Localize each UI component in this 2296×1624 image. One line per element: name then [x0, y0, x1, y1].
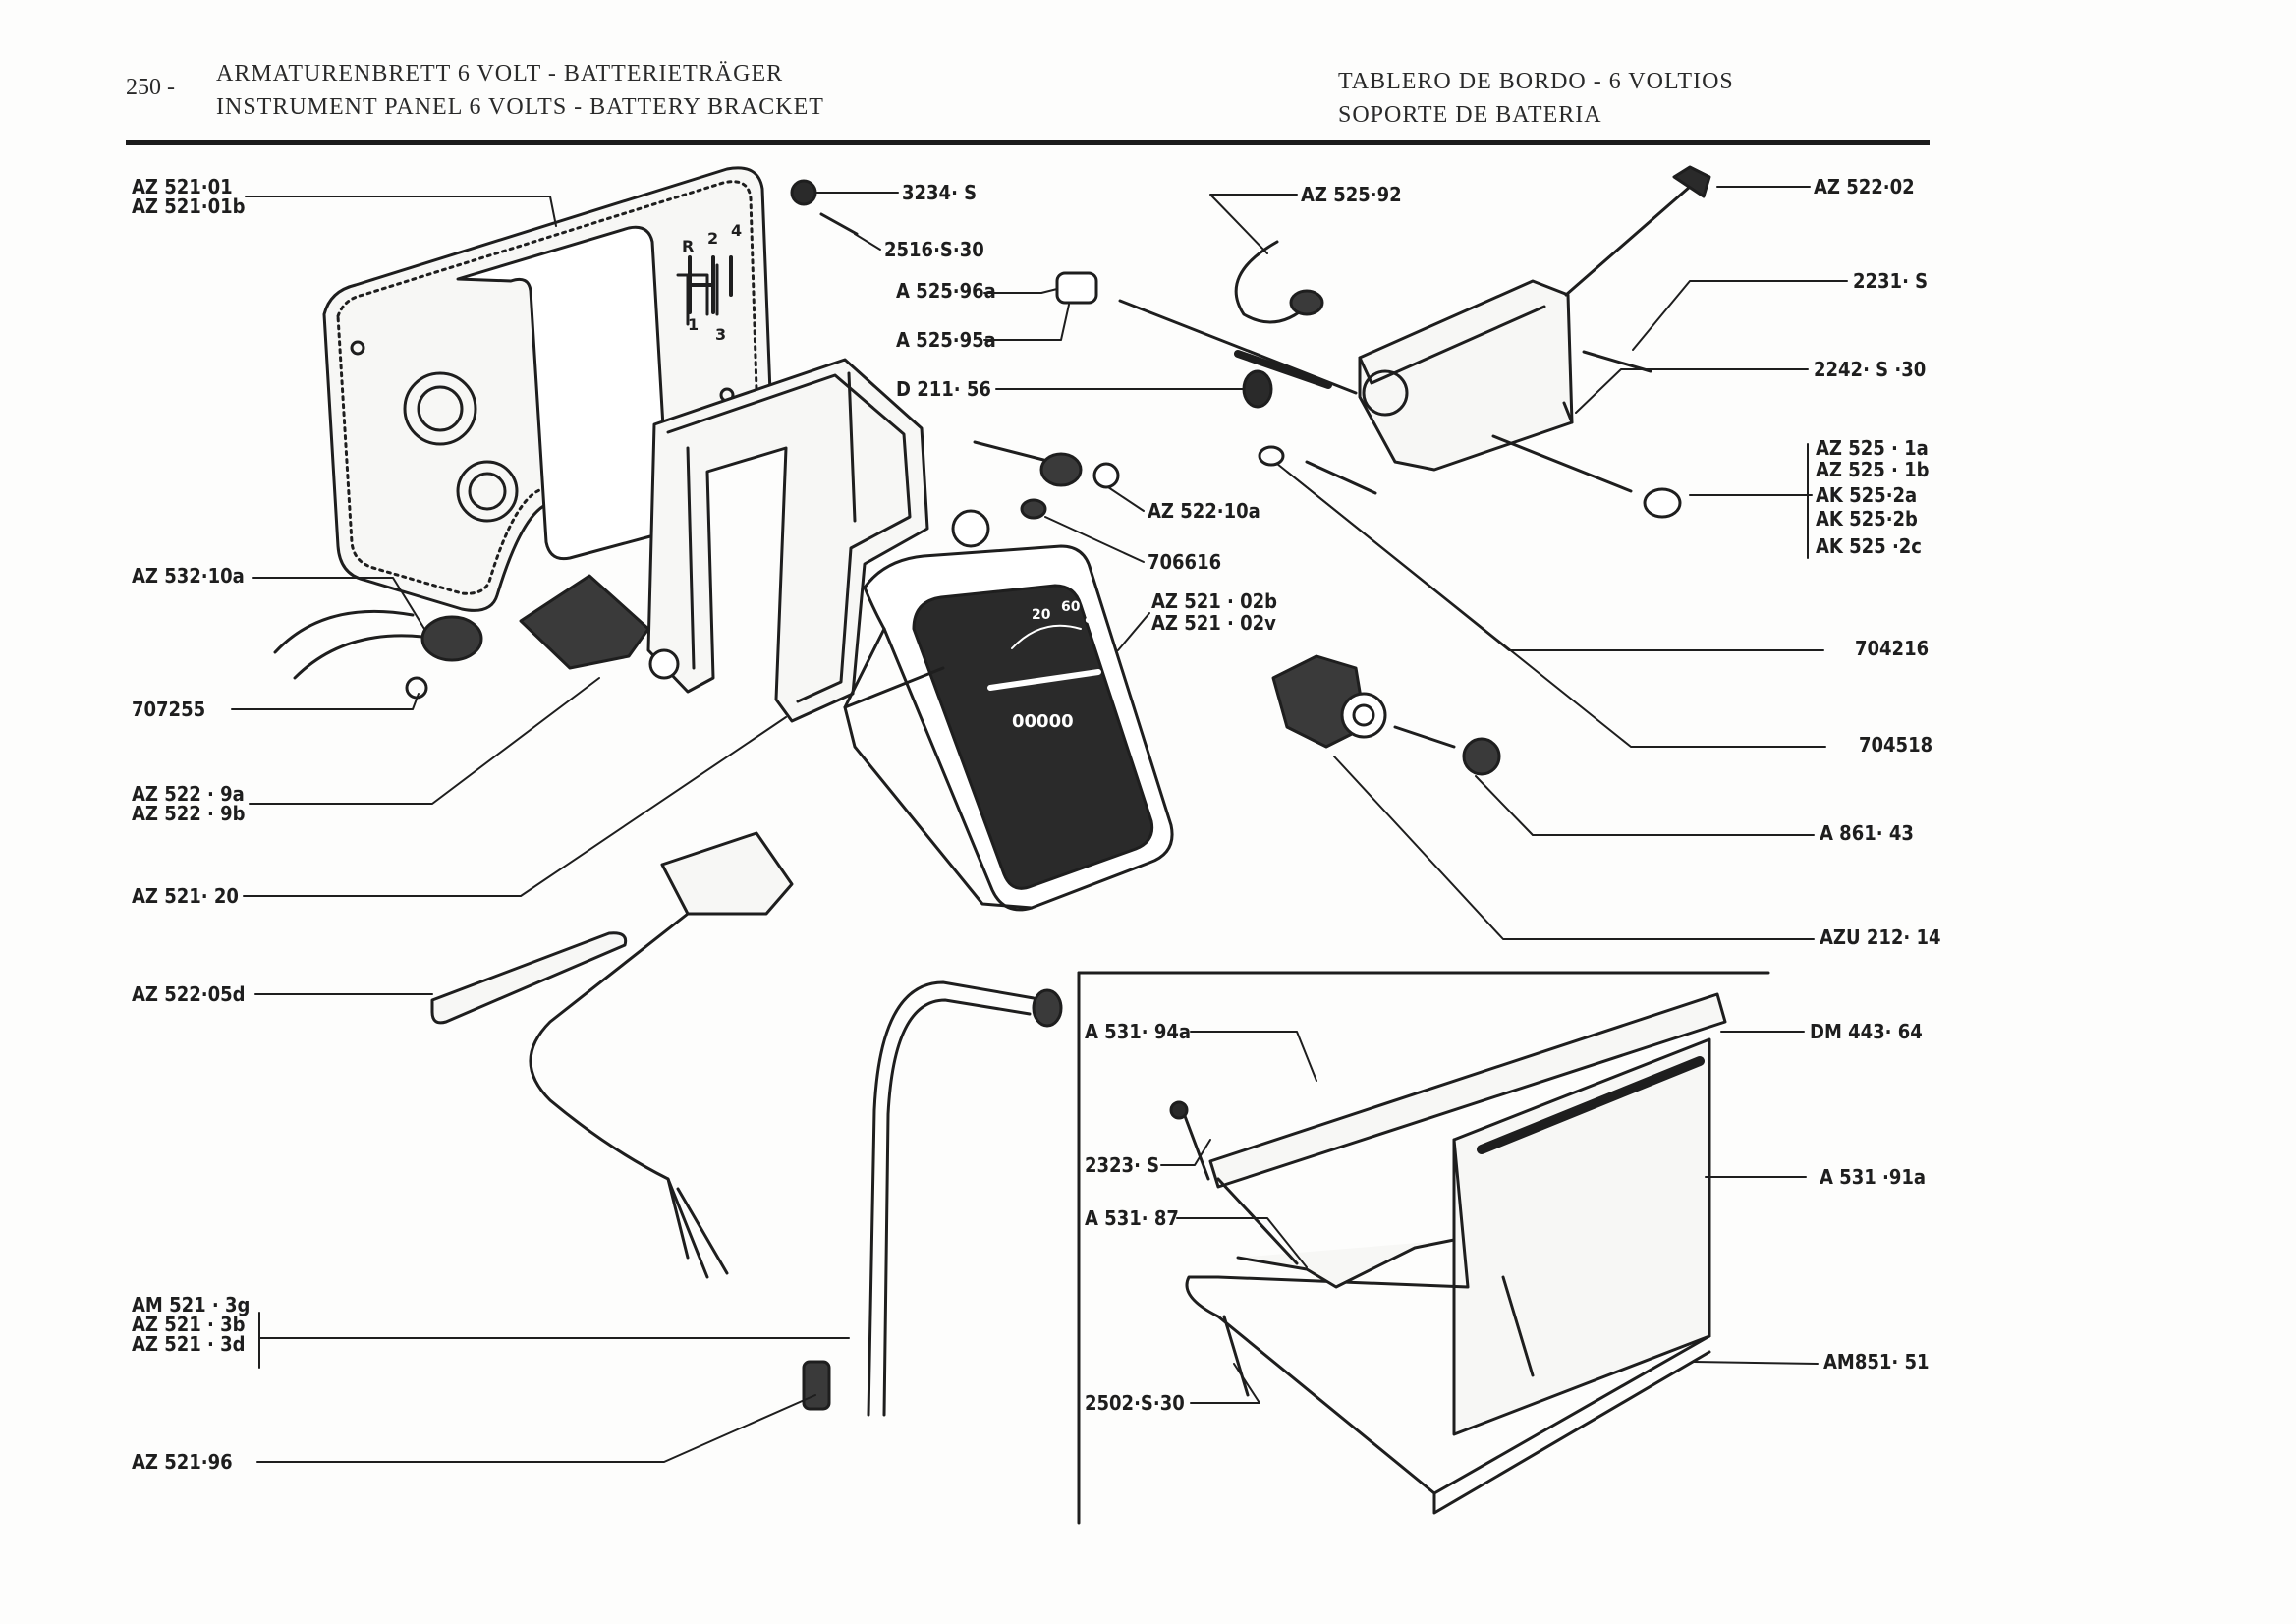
cable-rod	[1118, 299, 1358, 395]
ignition-switch	[1271, 654, 1387, 749]
speedo-mark-60: 60	[1061, 599, 1081, 615]
screw-2231	[1582, 350, 1652, 373]
label-az522-9b: AZ 522 · 9b	[132, 802, 246, 825]
speedo-mark-20: 20	[1032, 607, 1051, 623]
panel-support-bracket	[646, 358, 929, 723]
odometer-digits: 00000	[1012, 711, 1074, 732]
label-az525-1a: AZ 525 · 1a	[1816, 436, 1929, 460]
screw-2242	[1562, 401, 1574, 424]
label-az521-3b: AZ 521 · 3b	[132, 1313, 246, 1336]
label-2502s30: 2502·S·30	[1085, 1391, 1185, 1415]
label-a531-94a: A 531· 94a	[1085, 1020, 1192, 1043]
label-am521-3g: AM 521 · 3g	[132, 1293, 251, 1316]
instrument-panel-plate	[322, 166, 772, 612]
speedometer-cable	[802, 980, 1063, 1417]
plug-az522-10a	[973, 440, 1120, 489]
speedo-mark-80: 80	[1085, 611, 1104, 627]
warning-lamp-with-wires	[273, 609, 483, 700]
gear-label-1: 1	[688, 315, 699, 334]
battery-bracket-frame-lines	[1077, 971, 1770, 1525]
ignition-key	[1393, 725, 1501, 776]
label-az525-92: AZ 525·92	[1301, 183, 1402, 206]
label-az521-01: AZ 521·01	[132, 175, 233, 198]
nut-and-screw	[790, 179, 859, 236]
title-german: ARMATURENBRETT 6 VOLT - BATTERIETRÄGER	[216, 61, 784, 86]
label-706616: 706616	[1148, 550, 1222, 574]
title-spanish-line1: TABLERO DE BORDO - 6 VOLTIOS	[1338, 69, 1734, 94]
control-unit-az522	[1358, 165, 1711, 519]
label-az522-05d: AZ 522·05d	[132, 982, 246, 1006]
label-a525-96a: A 525·96a	[896, 279, 996, 303]
bulb-706616	[1020, 498, 1047, 520]
leader-lines	[231, 186, 1848, 1463]
grommet-d211	[1242, 369, 1273, 409]
label-az521-02v: AZ 521 · 02v	[1151, 611, 1276, 635]
title-english: INSTRUMENT PANEL 6 VOLTS - BATTERY BRACK…	[216, 94, 824, 120]
label-az521-01b: AZ 521·01b	[132, 195, 246, 218]
label-704216: 704216	[1855, 637, 1930, 660]
switch-unit	[519, 574, 680, 680]
speedometer-housing	[843, 509, 1174, 912]
label-ak525-2b: AK 525·2b	[1816, 507, 1918, 531]
gear-shift-pattern	[688, 255, 733, 314]
label-2323s: 2323· S	[1085, 1153, 1160, 1177]
label-a531-91a: A 531 ·91a	[1820, 1165, 1927, 1189]
label-az521-02b: AZ 521 · 02b	[1151, 589, 1278, 613]
cable-hook-az525-92	[1234, 240, 1324, 324]
gear-label-2: 2	[707, 229, 718, 248]
page-number: 250 -	[126, 75, 175, 100]
label-az532-10a: AZ 532·10a	[132, 564, 245, 588]
label-2516s30: 2516·S·30	[884, 238, 984, 261]
label-a531-87: A 531· 87	[1085, 1206, 1179, 1230]
label-az522-9a: AZ 522 · 9a	[132, 782, 245, 806]
label-az521-3d: AZ 521 · 3d	[132, 1332, 246, 1356]
label-704518: 704518	[1859, 733, 1933, 756]
label-dm443-64: DM 443· 64	[1810, 1020, 1923, 1043]
gear-label-r: R	[682, 237, 694, 255]
label-azu212-14: AZU 212· 14	[1820, 925, 1941, 949]
gear-label-3: 3	[715, 325, 726, 344]
header-rule	[126, 140, 1930, 145]
label-az525-1b: AZ 525 · 1b	[1816, 458, 1930, 481]
gear-label-4: 4	[731, 221, 742, 240]
label-3234s: 3234· S	[902, 181, 978, 204]
label-ak525-2c: AK 525 ·2c	[1816, 534, 1922, 558]
battery-tray	[1169, 992, 1727, 1515]
label-ak525-2a: AK 525·2a	[1816, 483, 1918, 507]
small-parts-704	[1258, 445, 1377, 495]
label-2231s: 2231· S	[1853, 269, 1929, 293]
label-az522-02: AZ 522·02	[1814, 175, 1915, 198]
label-d211-56: D 211· 56	[896, 377, 991, 401]
label-a525-95a: A 525·95a	[896, 328, 996, 352]
label-707255: 707255	[132, 698, 206, 721]
label-az521-20: AZ 521· 20	[132, 884, 239, 908]
label-a861-43: A 861· 43	[1820, 821, 1914, 845]
label-am851-51: AM851· 51	[1823, 1350, 1930, 1373]
label-2242s30: 2242· S ·30	[1814, 358, 1927, 381]
bulb-socket	[1055, 271, 1098, 305]
label-az521-96: AZ 521·96	[132, 1450, 233, 1474]
indicator-switch-lever	[430, 831, 794, 1279]
title-spanish-line2: SOPORTE DE BATERIA	[1338, 102, 1602, 128]
label-az522-10a: AZ 522·10a	[1148, 499, 1260, 523]
